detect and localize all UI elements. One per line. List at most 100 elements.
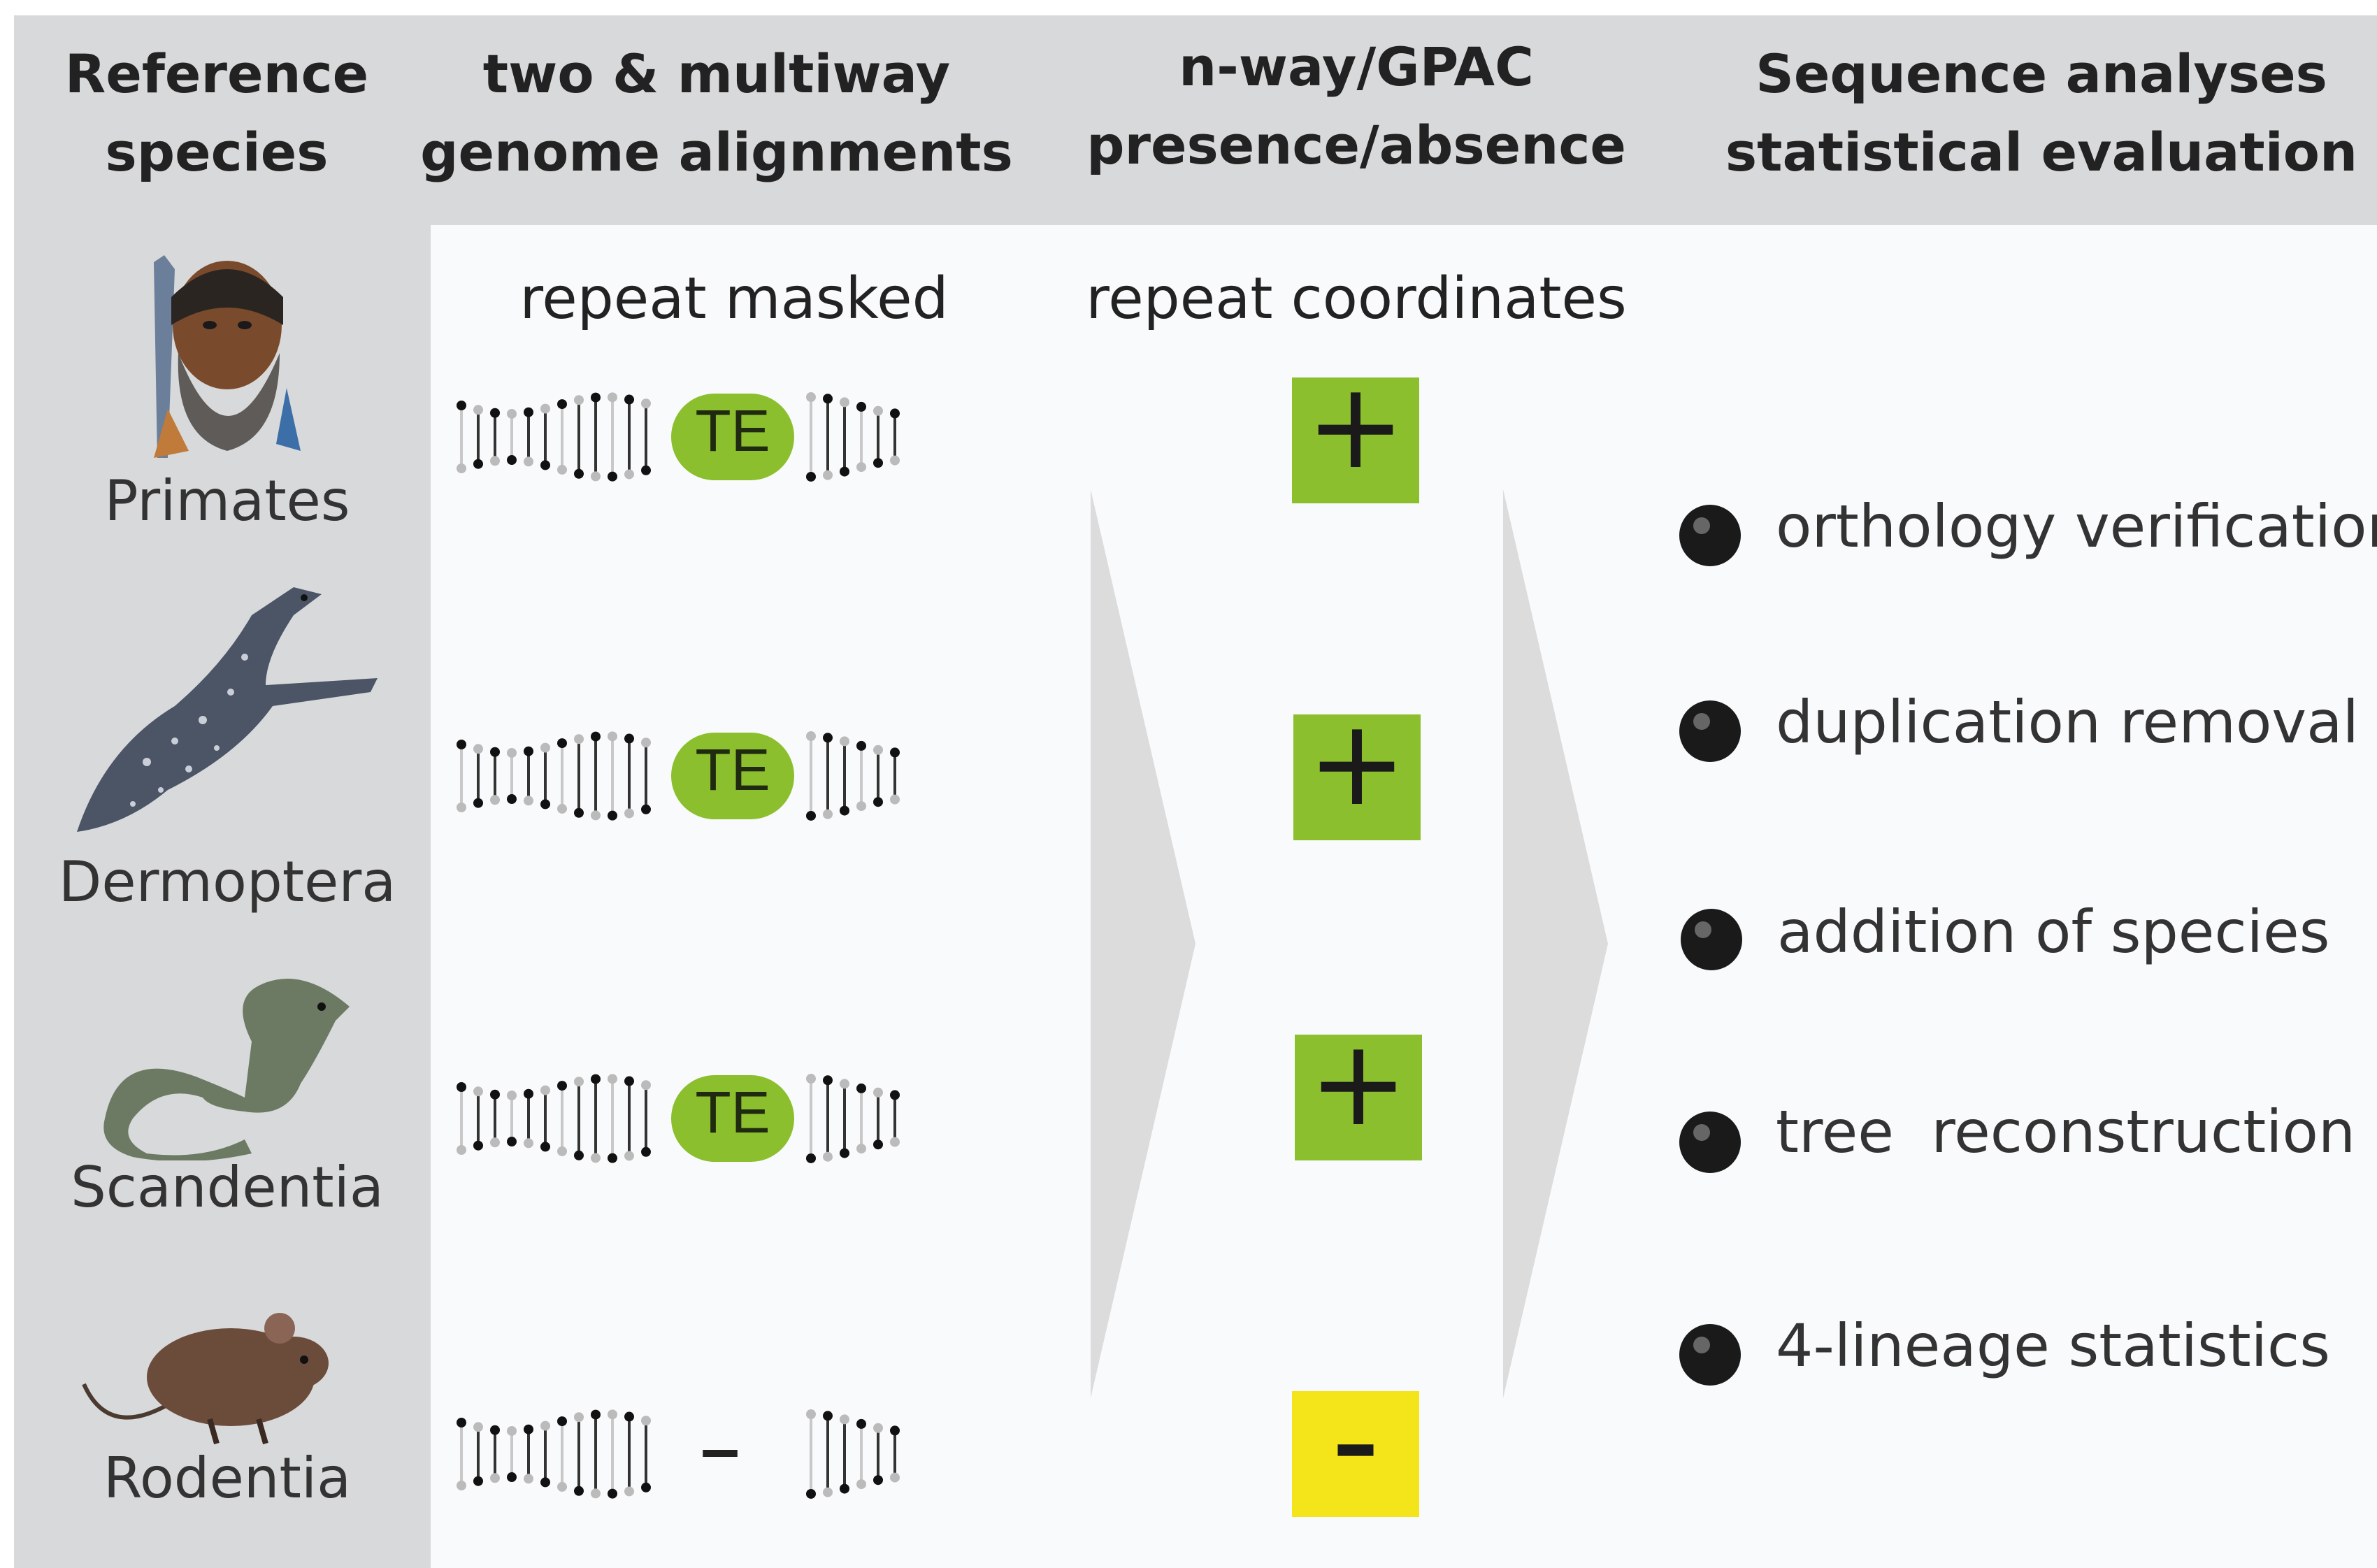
analysis-item-orthology: orthology verification (1776, 492, 2377, 561)
dna-node (806, 392, 816, 403)
dna-node (890, 1090, 900, 1100)
dna-node (856, 462, 866, 473)
te-label: TE (695, 398, 770, 463)
te-element-badge (671, 394, 794, 480)
species-label-primates: Primates (104, 468, 350, 533)
dna-node (624, 469, 634, 480)
te-label: TE (695, 1079, 770, 1145)
analysis-item-statistics: 4-lineage statistics (1776, 1311, 2330, 1380)
dna-node (557, 738, 567, 749)
dna-node (540, 1142, 550, 1152)
dna-node (591, 392, 601, 403)
dna-node (641, 1146, 651, 1157)
te-label: TE (695, 737, 770, 803)
dna-node (873, 1475, 883, 1486)
dna-node (856, 1479, 866, 1490)
dna-node (524, 1138, 533, 1149)
dna-node (856, 801, 866, 812)
dna-node (840, 1483, 849, 1494)
dna-node (641, 1416, 651, 1426)
dna-node (641, 804, 651, 814)
dna-node (608, 1409, 617, 1420)
header-line: species (105, 121, 329, 183)
dna-node (806, 1488, 816, 1499)
dna-node (806, 1409, 816, 1420)
arrow-chevron-icon (1503, 489, 1608, 1398)
dna-node (873, 1423, 883, 1433)
dna-node (574, 807, 584, 818)
dna-node (890, 1472, 900, 1483)
dna-node (524, 1424, 533, 1434)
dna-node (507, 408, 517, 419)
dna-node (524, 407, 533, 417)
dna-node (574, 1077, 584, 1087)
header-presence-absence: n-way/GPAC presence/absence (1049, 28, 1664, 185)
dna-node (823, 394, 833, 404)
dna-node (591, 731, 601, 742)
dna-node (507, 1137, 517, 1147)
dna-node (591, 471, 601, 482)
dna-node (557, 1081, 567, 1091)
dna-helix-icon (457, 731, 900, 821)
dna-node (641, 398, 651, 409)
dna-node (608, 810, 617, 821)
dna-node (856, 1418, 866, 1429)
dna-node (823, 809, 833, 819)
dna-node (591, 1153, 601, 1163)
species-label-rodentia: Rodentia (103, 1446, 352, 1511)
dna-node (540, 1477, 550, 1488)
dna-node (873, 745, 883, 755)
analysis-item-duplication: duplication removal (1776, 688, 2359, 756)
dna-node (457, 1418, 466, 1427)
dna-node (624, 394, 634, 405)
dna-node (473, 459, 483, 469)
te-element: TE (671, 733, 794, 819)
dna-node (574, 468, 584, 479)
dna-node (624, 808, 634, 819)
species-label-scandentia: Scandentia (71, 1155, 384, 1220)
bullet-sphere-icon (1679, 700, 1741, 762)
dna-node (890, 1425, 900, 1436)
species-label-dermoptera: Dermoptera (58, 849, 396, 914)
dna-node (557, 399, 567, 410)
dna-strand-dermoptera: TE (447, 720, 909, 832)
dna-node (540, 403, 550, 414)
dna-node (524, 796, 533, 806)
dna-node (873, 1087, 883, 1098)
dna-node (591, 1074, 601, 1084)
dna-node (524, 1088, 533, 1099)
dna-node (624, 1411, 634, 1422)
header-line: two & multiway (482, 43, 951, 105)
dna-node (591, 810, 601, 821)
dna-node (490, 1089, 500, 1100)
dna-node (840, 1414, 849, 1425)
dna-node (457, 740, 466, 749)
minus-sign: – (1333, 1391, 1379, 1497)
dna-node (473, 1140, 483, 1151)
dna-node (557, 1416, 567, 1427)
dna-node (840, 1148, 849, 1158)
dna-node (608, 1488, 617, 1499)
dna-node (574, 1412, 584, 1423)
bullet-sphere-icon (1679, 505, 1741, 566)
te-element-badge (671, 733, 794, 819)
dna-node (840, 736, 849, 747)
dna-node (457, 463, 466, 473)
dna-node (591, 1409, 601, 1420)
dna-node (540, 799, 550, 810)
analysis-item-addition: addition of species (1777, 898, 2330, 966)
dna-node (574, 1486, 584, 1496)
dna-node (540, 1085, 550, 1095)
dna-node (840, 1079, 849, 1089)
plus-sign: + (1306, 377, 1405, 496)
dna-node (641, 1482, 651, 1493)
presence-plus-box: + (1295, 1035, 1422, 1160)
dna-node (490, 795, 500, 805)
dna-strand-scandentia: TE (447, 1063, 909, 1174)
dna-node (873, 797, 883, 807)
dna-strand-primates: TE (447, 381, 909, 493)
header-line: n-way/GPAC (1179, 36, 1534, 98)
header-line: genome alignments (420, 121, 1013, 183)
te-element: TE (671, 394, 794, 480)
